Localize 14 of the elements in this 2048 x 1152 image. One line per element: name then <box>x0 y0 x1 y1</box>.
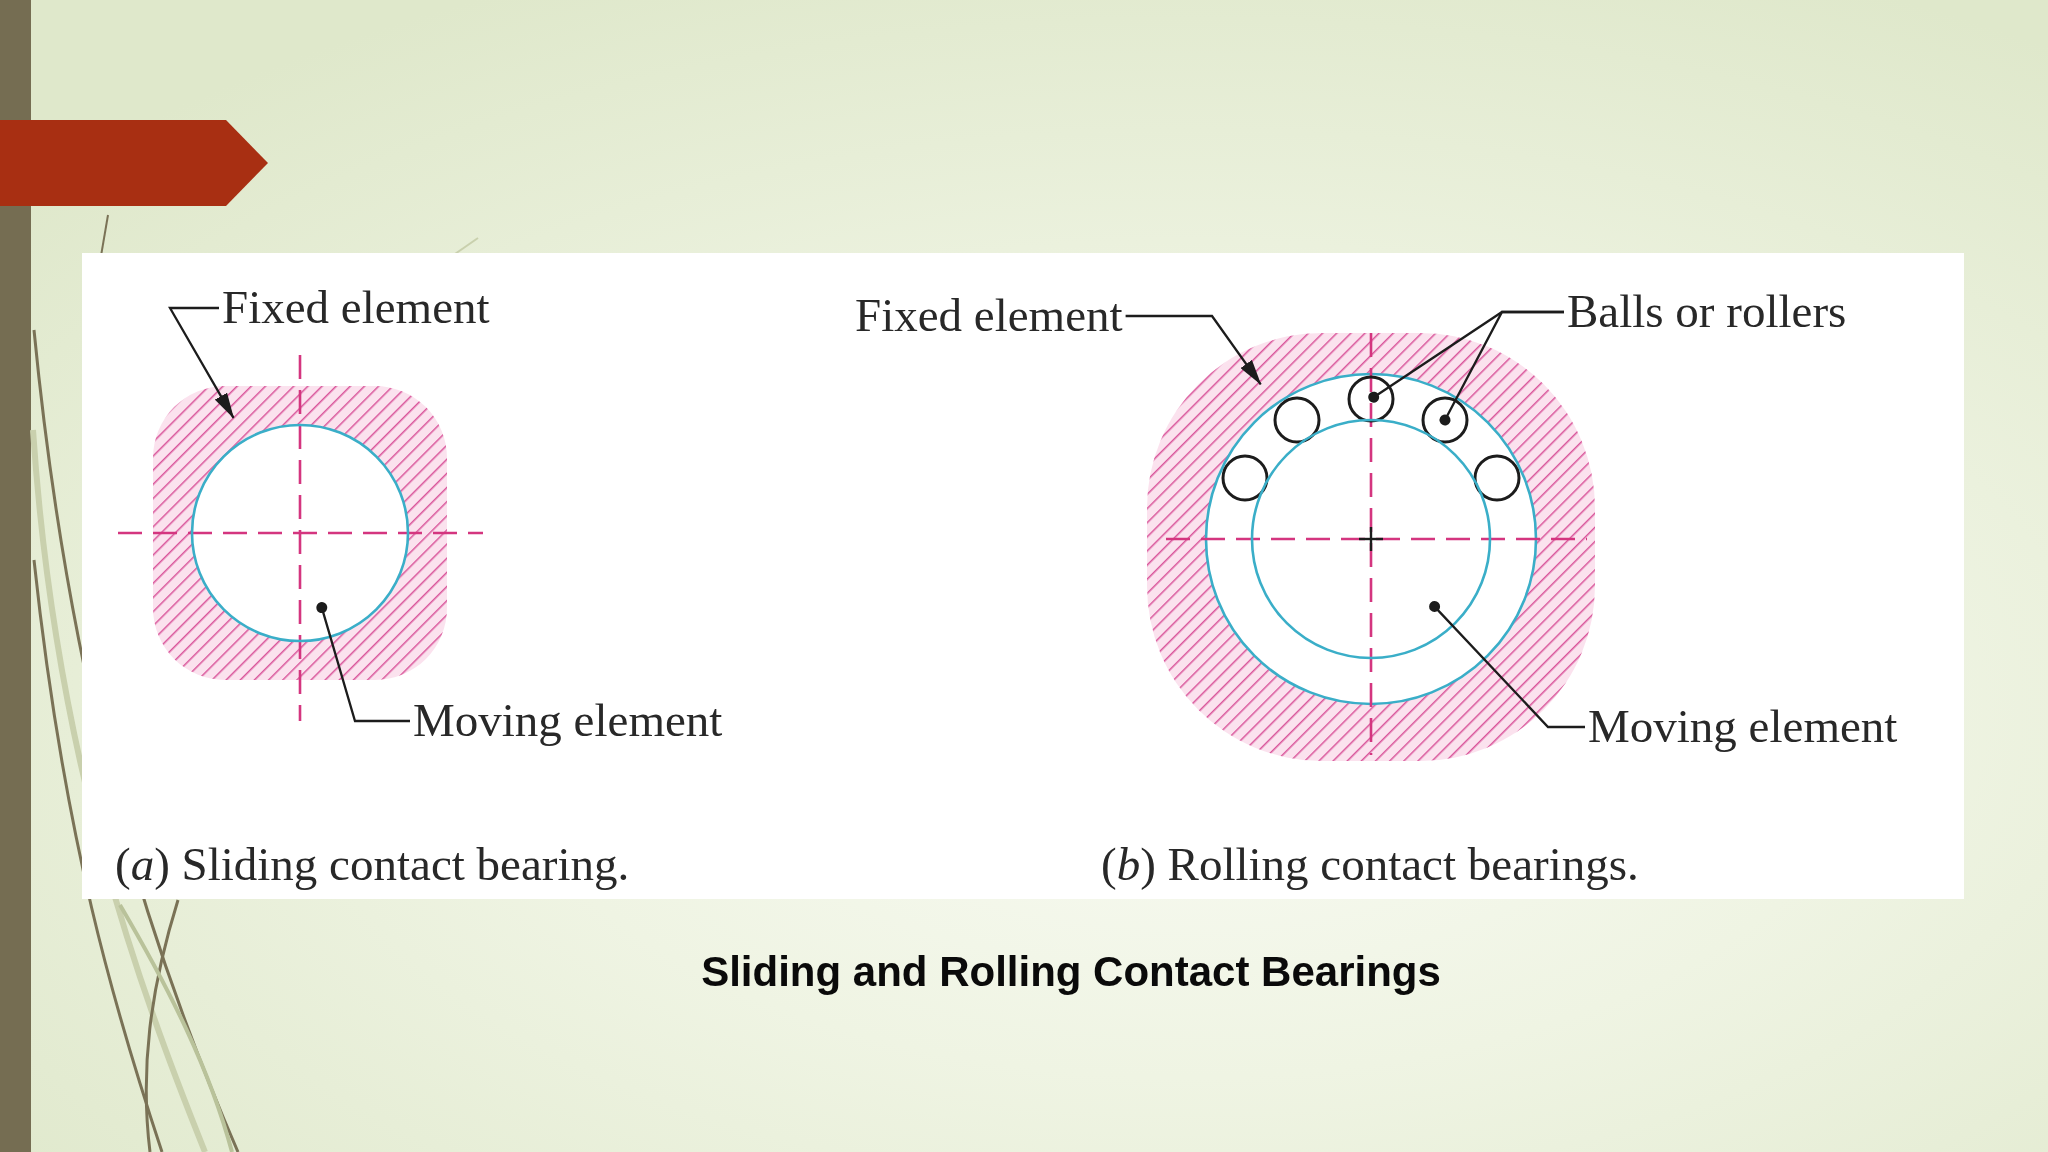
part-label: Fixed element <box>222 282 490 334</box>
figure-caption: Sliding and Rolling Contact Bearings <box>701 947 1441 997</box>
part-label: Fixed element <box>855 290 1123 342</box>
leader-line <box>316 602 410 723</box>
part-label: Moving element <box>1588 701 1898 753</box>
part-label: Balls or rollers <box>1567 286 1847 338</box>
subfigure-caption: (b) Rolling contact bearings. <box>1101 839 1639 891</box>
leader-line <box>1429 601 1585 729</box>
part-label: Moving element <box>413 695 723 747</box>
subfigure-caption: (a) Sliding contact bearing. <box>115 839 630 891</box>
leader-arrow <box>1125 314 1262 386</box>
hatched-ring <box>153 386 447 680</box>
leader-arrow <box>168 306 235 419</box>
leader-line <box>1439 310 1564 426</box>
